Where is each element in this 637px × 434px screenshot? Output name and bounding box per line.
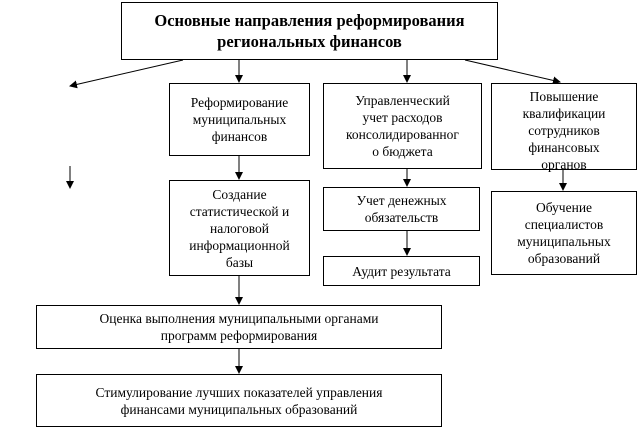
title-line-2: региональных финансов	[217, 32, 402, 51]
text-line: специалистов	[524, 217, 604, 232]
box-qualification: Повышение квалификации сотрудников финан…	[491, 83, 637, 172]
text-line: Повышение	[529, 89, 599, 104]
text-line: Учет денежных	[356, 193, 447, 208]
text-line: финансов	[211, 129, 268, 144]
text-line: Оценка выполнения муниципальными органам…	[99, 311, 379, 326]
text-line: программ реформирования	[160, 328, 318, 343]
box-audit: Аудит результата	[323, 256, 480, 286]
text-line: Управленческий	[355, 93, 450, 108]
text-line: образований	[527, 251, 601, 266]
box-stimulation: Стимулирование лучших показателей управл…	[36, 374, 442, 427]
text-line: Создание	[212, 186, 267, 202]
text-line: Реформирование	[190, 95, 289, 110]
box-municipal-reform: Реформирование муниципальных финансов	[169, 83, 310, 156]
text-line: о бюджета	[372, 144, 433, 159]
text-line: учет расходов	[362, 110, 443, 125]
text-line: базы	[225, 254, 254, 270]
text-line: органов	[541, 157, 587, 172]
box-training: Обучение специалистов муниципальных обра…	[491, 191, 637, 275]
text-line: финансами муниципальных образований	[120, 401, 358, 417]
text-line: муниципальных	[192, 112, 287, 127]
text-line: налоговой	[209, 220, 270, 236]
arrow-title-to-left	[69, 59, 184, 89]
text-line: сотрудников	[528, 123, 600, 138]
box-cash-obligations: Учет денежных обязательств	[323, 187, 480, 231]
text-line: консолидированног	[346, 127, 459, 142]
text-line: квалификации	[522, 106, 606, 121]
box-evaluation: Оценка выполнения муниципальными органам…	[36, 305, 442, 349]
diagram-title: Основные направления реформирования реги…	[121, 2, 498, 60]
text-line: муниципальных	[517, 234, 611, 249]
text-line: информационной	[189, 237, 290, 253]
box-info-base: Создание статистической и налоговой инфо…	[169, 180, 310, 276]
text-line: статистической и	[189, 203, 290, 219]
title-line-1: Основные направления реформирования	[154, 11, 465, 30]
text-line: Обучение	[535, 200, 593, 215]
text-line: Аудит результата	[352, 263, 451, 279]
text-line: финансовых	[528, 140, 600, 155]
arrow-title-to-qualification	[464, 59, 561, 85]
text-line: обязательств	[364, 210, 439, 225]
text-line: Стимулирование лучших показателей управл…	[95, 384, 383, 400]
box-management-accounting: Управленческий учет расходов консолидиро…	[323, 83, 482, 169]
